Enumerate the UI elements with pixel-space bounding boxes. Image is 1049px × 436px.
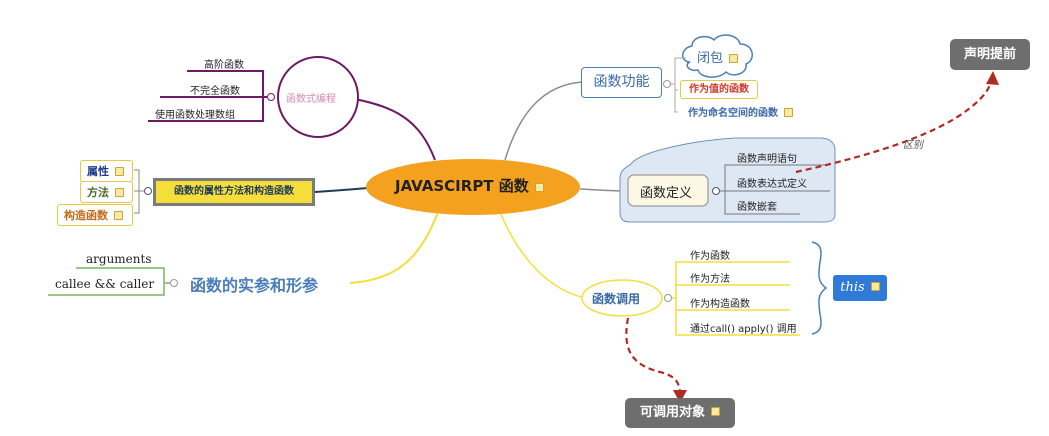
functional-item-2[interactable]: 不完全函数 <box>190 86 240 97</box>
property-tag-1-label: 属性 <box>87 165 109 178</box>
property-tag-2-label: 方法 <box>87 186 109 199</box>
callable-relation-arrow <box>625 317 682 396</box>
callable-label: 可调用对象 <box>639 405 705 420</box>
functional-collapse-dot[interactable] <box>267 93 275 101</box>
invocation-item-1[interactable]: 作为函数 <box>690 251 730 262</box>
closure-node[interactable]: 闭包 <box>697 47 739 66</box>
functional-item-3[interactable]: 使用函数处理数组 <box>155 110 235 121</box>
arguments-sub-lines <box>48 267 170 296</box>
branch-line-properties <box>314 187 369 193</box>
arguments-node[interactable]: 函数的实参和形参 <box>190 276 319 295</box>
property-tag-1[interactable]: 属性 <box>80 160 133 182</box>
branch-line-arguments <box>349 211 439 284</box>
arguments-item-1[interactable]: arguments <box>86 252 152 266</box>
note-icon[interactable] <box>870 282 880 291</box>
definition-item-2[interactable]: 函数表达式定义 <box>737 179 807 190</box>
func-sub-line-3 <box>148 97 264 122</box>
functional-item-1[interactable]: 高阶函数 <box>204 60 244 71</box>
definition-item-1[interactable]: 函数声明语句 <box>737 154 797 165</box>
invocation-node[interactable]: 函数调用 <box>592 292 641 306</box>
features-sub-lines <box>671 57 686 113</box>
hoisting-relation-arrow <box>795 77 994 174</box>
branch-line-functional <box>342 96 436 161</box>
callable-arrowhead <box>673 390 687 403</box>
arguments-collapse-dot[interactable] <box>170 279 178 287</box>
property-tag-3-label: 构造函数 <box>64 209 108 222</box>
hoisting-node[interactable]: 声明提前 <box>950 39 1030 70</box>
note-icon[interactable] <box>784 108 793 117</box>
properties-sub-lines <box>134 169 144 214</box>
invocation-item-3[interactable]: 作为构造函数 <box>690 299 750 310</box>
root-node-ellipse <box>366 159 580 215</box>
this-brace <box>811 241 828 335</box>
properties-collapse-dot[interactable] <box>144 187 152 195</box>
definition-item-3[interactable]: 函数嵌套 <box>737 202 777 213</box>
definition-node-box <box>627 174 709 207</box>
property-tag-2[interactable]: 方法 <box>80 181 133 203</box>
closure-cloud <box>682 34 753 78</box>
definition-node[interactable]: 函数定义 <box>640 186 693 201</box>
this-label: this <box>840 280 865 295</box>
root-node[interactable]: JAVASCIRPT 函数 <box>395 175 544 196</box>
definition-sub-lines <box>720 164 830 215</box>
branch-line-features <box>504 81 583 161</box>
properties-node[interactable]: 函数的属性方法和构造函数 <box>153 178 315 206</box>
features-item-2[interactable]: 作为命名空间的函数 <box>688 104 793 119</box>
note-icon[interactable] <box>711 407 720 416</box>
root-node-label: JAVASCIRPT 函数 <box>395 177 529 195</box>
functional-programming-node[interactable]: 函数式编程 <box>286 94 336 105</box>
invocation-ellipse <box>581 279 663 317</box>
invocation-collapse-dot[interactable] <box>664 294 672 302</box>
hoisting-relation-label: 区别 <box>903 140 923 151</box>
functional-programming-circle <box>277 56 359 138</box>
invocation-item-4[interactable]: 通过call() apply() 调用 <box>690 324 797 335</box>
note-icon[interactable] <box>115 188 124 197</box>
closure-label: 闭包 <box>697 51 724 66</box>
invocation-item-2[interactable]: 作为方法 <box>690 274 730 285</box>
features-collapse-dot[interactable] <box>663 80 671 88</box>
features-node[interactable]: 函数功能 <box>581 67 662 98</box>
features-item-2-label: 作为命名空间的函数 <box>688 108 778 119</box>
func-sub-line-1 <box>187 70 267 98</box>
this-node[interactable]: this <box>833 275 887 301</box>
hoisting-arrowhead <box>986 71 999 85</box>
callable-node[interactable]: 可调用对象 <box>625 398 735 428</box>
property-tag-3[interactable]: 构造函数 <box>57 204 133 226</box>
features-item-1[interactable]: 作为值的函数 <box>680 80 758 99</box>
branch-line-invocation <box>499 211 586 299</box>
arguments-item-2[interactable]: callee && caller <box>55 277 155 291</box>
note-icon[interactable] <box>729 54 739 63</box>
invocation-sub-lines <box>672 261 800 336</box>
note-icon[interactable] <box>115 167 124 176</box>
definition-collapse-dot[interactable] <box>712 187 720 195</box>
note-icon[interactable] <box>534 183 544 192</box>
note-icon[interactable] <box>114 211 123 220</box>
